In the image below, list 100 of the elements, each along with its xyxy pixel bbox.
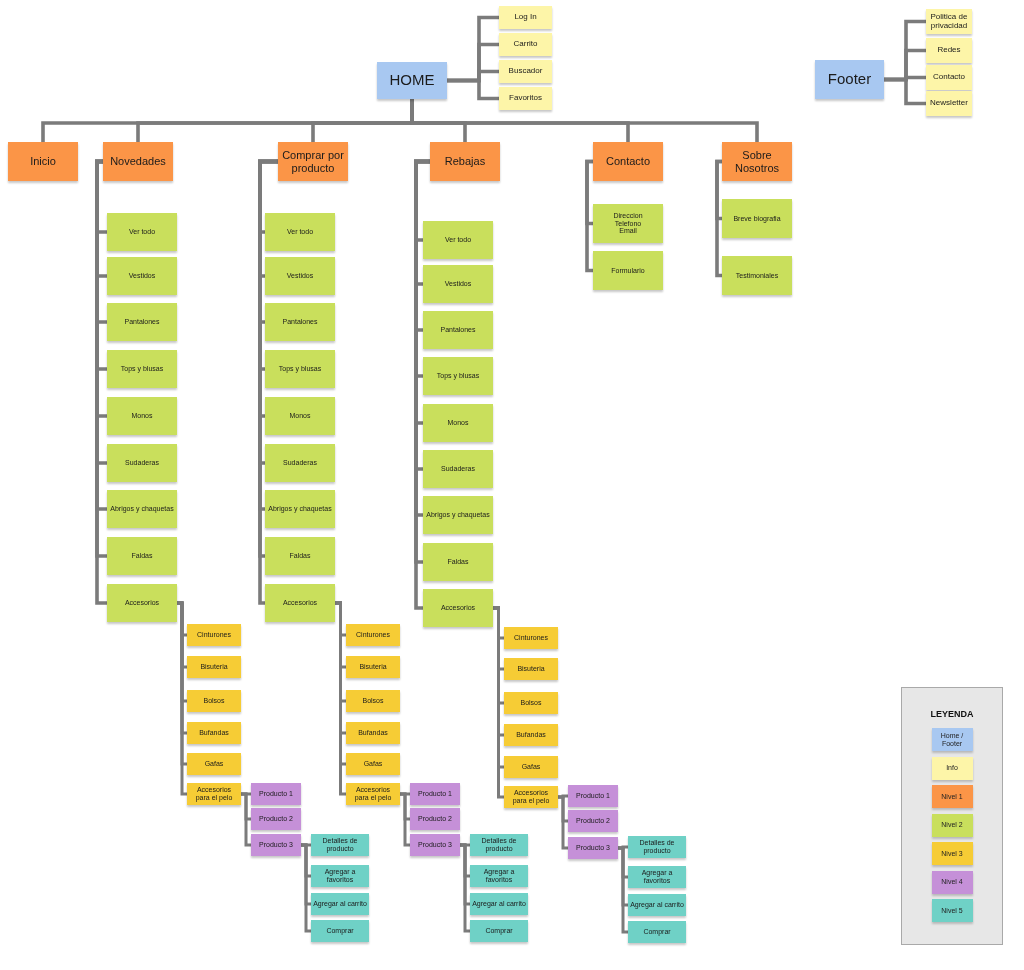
category-note <box>346 753 400 775</box>
connector-line <box>241 792 251 847</box>
connector-line <box>585 159 593 273</box>
product-note <box>251 808 301 830</box>
category-note <box>187 722 241 744</box>
category-note <box>346 624 400 646</box>
note-label: Favoritos <box>509 94 542 103</box>
note-label: Inicio <box>30 155 56 168</box>
info-note <box>926 38 972 63</box>
subsection-note <box>423 589 493 627</box>
note-label: Rebajas <box>444 155 486 168</box>
connector-line <box>177 601 187 796</box>
note-label: Footer <box>827 71 872 88</box>
connector-line <box>558 795 568 850</box>
category-note <box>504 786 558 808</box>
category-note <box>187 783 241 805</box>
subsection-note <box>423 404 493 442</box>
subsection-note <box>265 444 335 482</box>
subsection-note <box>107 257 177 295</box>
subsection-note <box>265 490 335 528</box>
subsection-note <box>265 350 335 388</box>
action-note <box>311 920 369 942</box>
subsection-note <box>593 204 663 243</box>
note-label: Contacto <box>933 73 965 82</box>
category-note <box>504 692 558 714</box>
section-box <box>103 142 173 181</box>
subsection-note <box>107 584 177 622</box>
connector-line <box>715 159 722 278</box>
product-note <box>410 783 460 805</box>
connector-line <box>493 606 504 799</box>
category-note <box>346 722 400 744</box>
subsection-note <box>423 450 493 488</box>
product-note <box>410 808 460 830</box>
category-note <box>187 624 241 646</box>
subsection-note <box>593 251 663 290</box>
note-label: Novedades <box>110 155 166 168</box>
section-box <box>278 142 348 181</box>
connector-line <box>410 99 759 142</box>
product-note <box>568 785 618 807</box>
page-box <box>377 62 447 99</box>
note-label: Carrito <box>513 40 538 49</box>
section-box <box>430 142 500 181</box>
category-note <box>504 756 558 778</box>
subsection-note <box>107 490 177 528</box>
product-note <box>251 834 301 856</box>
subsection-note <box>107 444 177 482</box>
subsection-note <box>722 256 792 295</box>
subsection-note <box>107 303 177 341</box>
action-note <box>470 865 528 887</box>
note-label: HOME <box>389 72 435 89</box>
action-note <box>628 894 686 916</box>
action-note <box>470 893 528 915</box>
info-note <box>499 60 552 83</box>
info-note <box>499 33 552 56</box>
category-note <box>187 690 241 712</box>
connector-line <box>460 843 470 933</box>
action-note <box>628 866 686 888</box>
note-label: Log In <box>514 13 537 22</box>
action-note <box>470 834 528 856</box>
action-note <box>628 921 686 943</box>
subsection-note <box>107 537 177 575</box>
product-note <box>568 810 618 832</box>
section-box <box>8 142 78 181</box>
product-note <box>410 834 460 856</box>
category-note <box>504 658 558 680</box>
subsection-note <box>423 311 493 349</box>
info-note <box>926 91 972 116</box>
info-note <box>926 65 972 90</box>
info-note <box>499 87 552 110</box>
connector-line <box>335 601 346 796</box>
action-note <box>311 865 369 887</box>
section-box <box>722 142 792 181</box>
subsection-note <box>107 350 177 388</box>
page-box <box>815 60 884 99</box>
subsection-note <box>107 213 177 251</box>
product-note <box>568 837 618 859</box>
connector-line <box>301 843 311 933</box>
category-note <box>346 656 400 678</box>
subsection-note <box>265 397 335 435</box>
category-note <box>504 724 558 746</box>
section-box <box>593 142 663 181</box>
note-label: Contacto <box>606 155 650 168</box>
category-note <box>346 690 400 712</box>
category-note <box>346 783 400 805</box>
product-note <box>251 783 301 805</box>
action-note <box>628 836 686 858</box>
subsection-note <box>265 257 335 295</box>
subsection-note <box>423 265 493 303</box>
note-label: Comprar por producto <box>281 149 345 174</box>
info-note <box>499 6 552 29</box>
action-note <box>311 834 369 856</box>
note-label: Newsletter <box>930 99 968 108</box>
subsection-note <box>423 543 493 581</box>
action-note <box>311 893 369 915</box>
connector-line <box>618 846 628 934</box>
action-note <box>470 920 528 942</box>
subsection-note <box>722 199 792 238</box>
category-note <box>187 656 241 678</box>
connector-line <box>447 78 499 101</box>
subsection-note <box>423 357 493 395</box>
